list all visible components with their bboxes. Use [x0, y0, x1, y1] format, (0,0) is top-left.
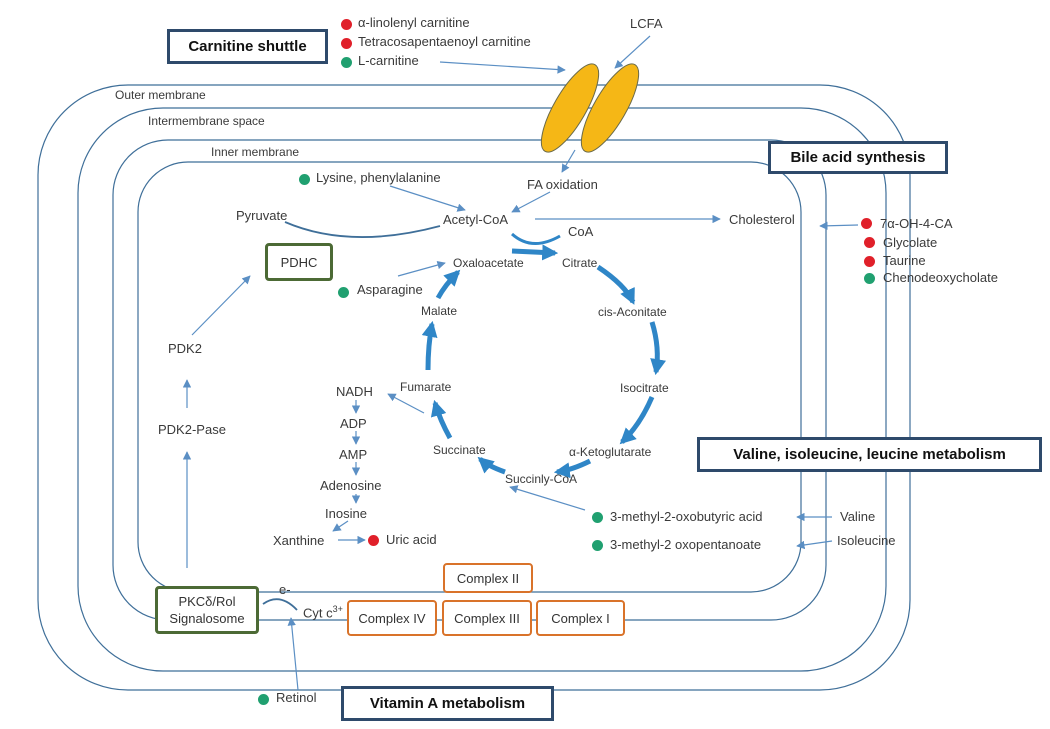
outer-membrane-inner	[77, 107, 887, 672]
cyt-c-text: Cyt c	[303, 605, 333, 621]
arrow-isoleucine	[796, 540, 833, 550]
transporter-right	[580, 63, 640, 153]
arrow-lcarnitine	[439, 61, 566, 74]
bile-item: Glycolate	[883, 235, 938, 250]
isocitrate-label: Isocitrate	[620, 381, 669, 395]
retinol-label: Retinol	[276, 690, 317, 705]
adp-label: ADP	[340, 416, 367, 431]
outer-membrane-label: Outer membrane	[115, 88, 206, 102]
malate-label: Malate	[421, 304, 458, 318]
succinate-label: Succinate	[433, 443, 486, 457]
electron-label: e-	[279, 582, 291, 597]
coa-label: CoA	[568, 224, 594, 239]
down-marker	[258, 694, 269, 705]
xanthine-label: Xanthine	[273, 533, 325, 548]
complex-ii-box: Complex II	[443, 563, 533, 593]
bcaa-title: Valine, isoleucine, leucine metabolism	[697, 437, 1042, 472]
inner-membrane-label: Inner membrane	[211, 145, 300, 159]
lcfa-label: LCFA	[630, 16, 663, 31]
pdhc-box: PDHC	[265, 243, 333, 281]
vitamin-a-title: Vitamin A metabolism	[341, 686, 554, 721]
up-marker	[864, 237, 875, 248]
complex-iii-box: Complex III	[442, 600, 532, 636]
up-marker	[368, 535, 379, 546]
arrow-lysine	[389, 185, 466, 212]
bile-item: 7α-OH-4-CA	[880, 216, 953, 231]
purine-chain-arrows	[332, 400, 366, 545]
pdk2-pase-label: PDK2-Pase	[158, 422, 226, 437]
bile-item: Chenodeoxycholate	[883, 270, 998, 285]
down-marker	[341, 57, 352, 68]
adenosine-label: Adenosine	[320, 478, 382, 493]
arrow-asparagine	[397, 260, 446, 277]
inosine-label: Inosine	[325, 506, 367, 521]
bile-item: Taurine	[883, 253, 926, 268]
carnitine-item: L-carnitine	[358, 53, 419, 68]
oxobutyric-label: 3-methyl-2-oxobutyric acid	[610, 509, 763, 524]
tca-cycle-arrows	[421, 244, 666, 479]
nadh-label: NADH	[336, 384, 373, 399]
transporter-left	[540, 63, 600, 153]
oxaloacetate-label: Oxaloacetate	[453, 256, 524, 270]
carnitine-item: α-linolenyl carnitine	[358, 15, 470, 30]
up-marker	[864, 256, 875, 267]
succinyl-coa-label: Succinly-CoA	[505, 472, 578, 486]
asparagine-label: Asparagine	[357, 282, 423, 297]
pyruvate-label: Pyruvate	[236, 208, 288, 223]
cis-aconitate-label: cis-Aconitate	[598, 305, 667, 319]
arrow-retinol	[287, 617, 299, 691]
complex-i-box: Complex I	[536, 600, 625, 636]
signalosome-line2: Signalosome	[169, 611, 245, 626]
lysine-label: Lysine, phenylalanine	[316, 170, 441, 185]
acetyl-coa-label: Acetyl-CoA	[443, 212, 509, 227]
down-marker	[338, 287, 349, 298]
up-marker	[341, 19, 352, 30]
cyt-c-label: Cyt c3+	[303, 604, 343, 620]
complex-iv-box: Complex IV	[347, 600, 437, 636]
signalosome-box: PKCδ/Rol Signalosome	[155, 586, 259, 634]
arrow-lcfa	[614, 35, 651, 69]
arrow-fa-acetyl	[511, 191, 551, 213]
cyt-c-charge: 3+	[332, 604, 343, 614]
uric-acid-label: Uric acid	[386, 532, 437, 547]
up-marker	[341, 38, 352, 49]
arrow-fumarate-nadh	[387, 393, 425, 414]
fa-oxidation-label: FA oxidation	[527, 177, 598, 192]
carnitine-item: Tetracosapentaenoyl carnitine	[358, 34, 531, 49]
citrate-label: Citrate	[562, 256, 598, 270]
up-marker	[861, 218, 872, 229]
arrow-oxobutyric	[509, 485, 586, 511]
amp-label: AMP	[339, 447, 368, 462]
down-marker	[864, 273, 875, 284]
pyruvate-curve	[284, 221, 441, 238]
cholesterol-label: Cholesterol	[729, 212, 795, 227]
arrow-fa-in	[561, 149, 576, 173]
intermembrane-space-label: Intermembrane space	[148, 114, 265, 128]
down-marker	[592, 540, 603, 551]
bile-acid-title: Bile acid synthesis	[768, 141, 948, 174]
valine-label: Valine	[840, 509, 876, 524]
signalosome-line1: PKCδ/Rol	[178, 594, 236, 609]
carnitine-shuttle-title: Carnitine shuttle	[167, 29, 328, 64]
down-marker	[592, 512, 603, 523]
down-marker	[299, 174, 310, 185]
isoleucine-label: Isoleucine	[837, 533, 896, 548]
arrow-bile	[819, 221, 859, 230]
coa-curve	[510, 232, 561, 245]
alpha-ketoglutarate-label: α-Ketoglutarate	[569, 445, 652, 459]
electron-curve	[262, 598, 298, 611]
arrow-pdk2-pdhc	[191, 275, 251, 336]
pdk2-label: PDK2	[168, 341, 202, 356]
fumarate-label: Fumarate	[400, 380, 452, 394]
oxopentanoate-label: 3-methyl-2 oxopentanoate	[610, 537, 762, 552]
